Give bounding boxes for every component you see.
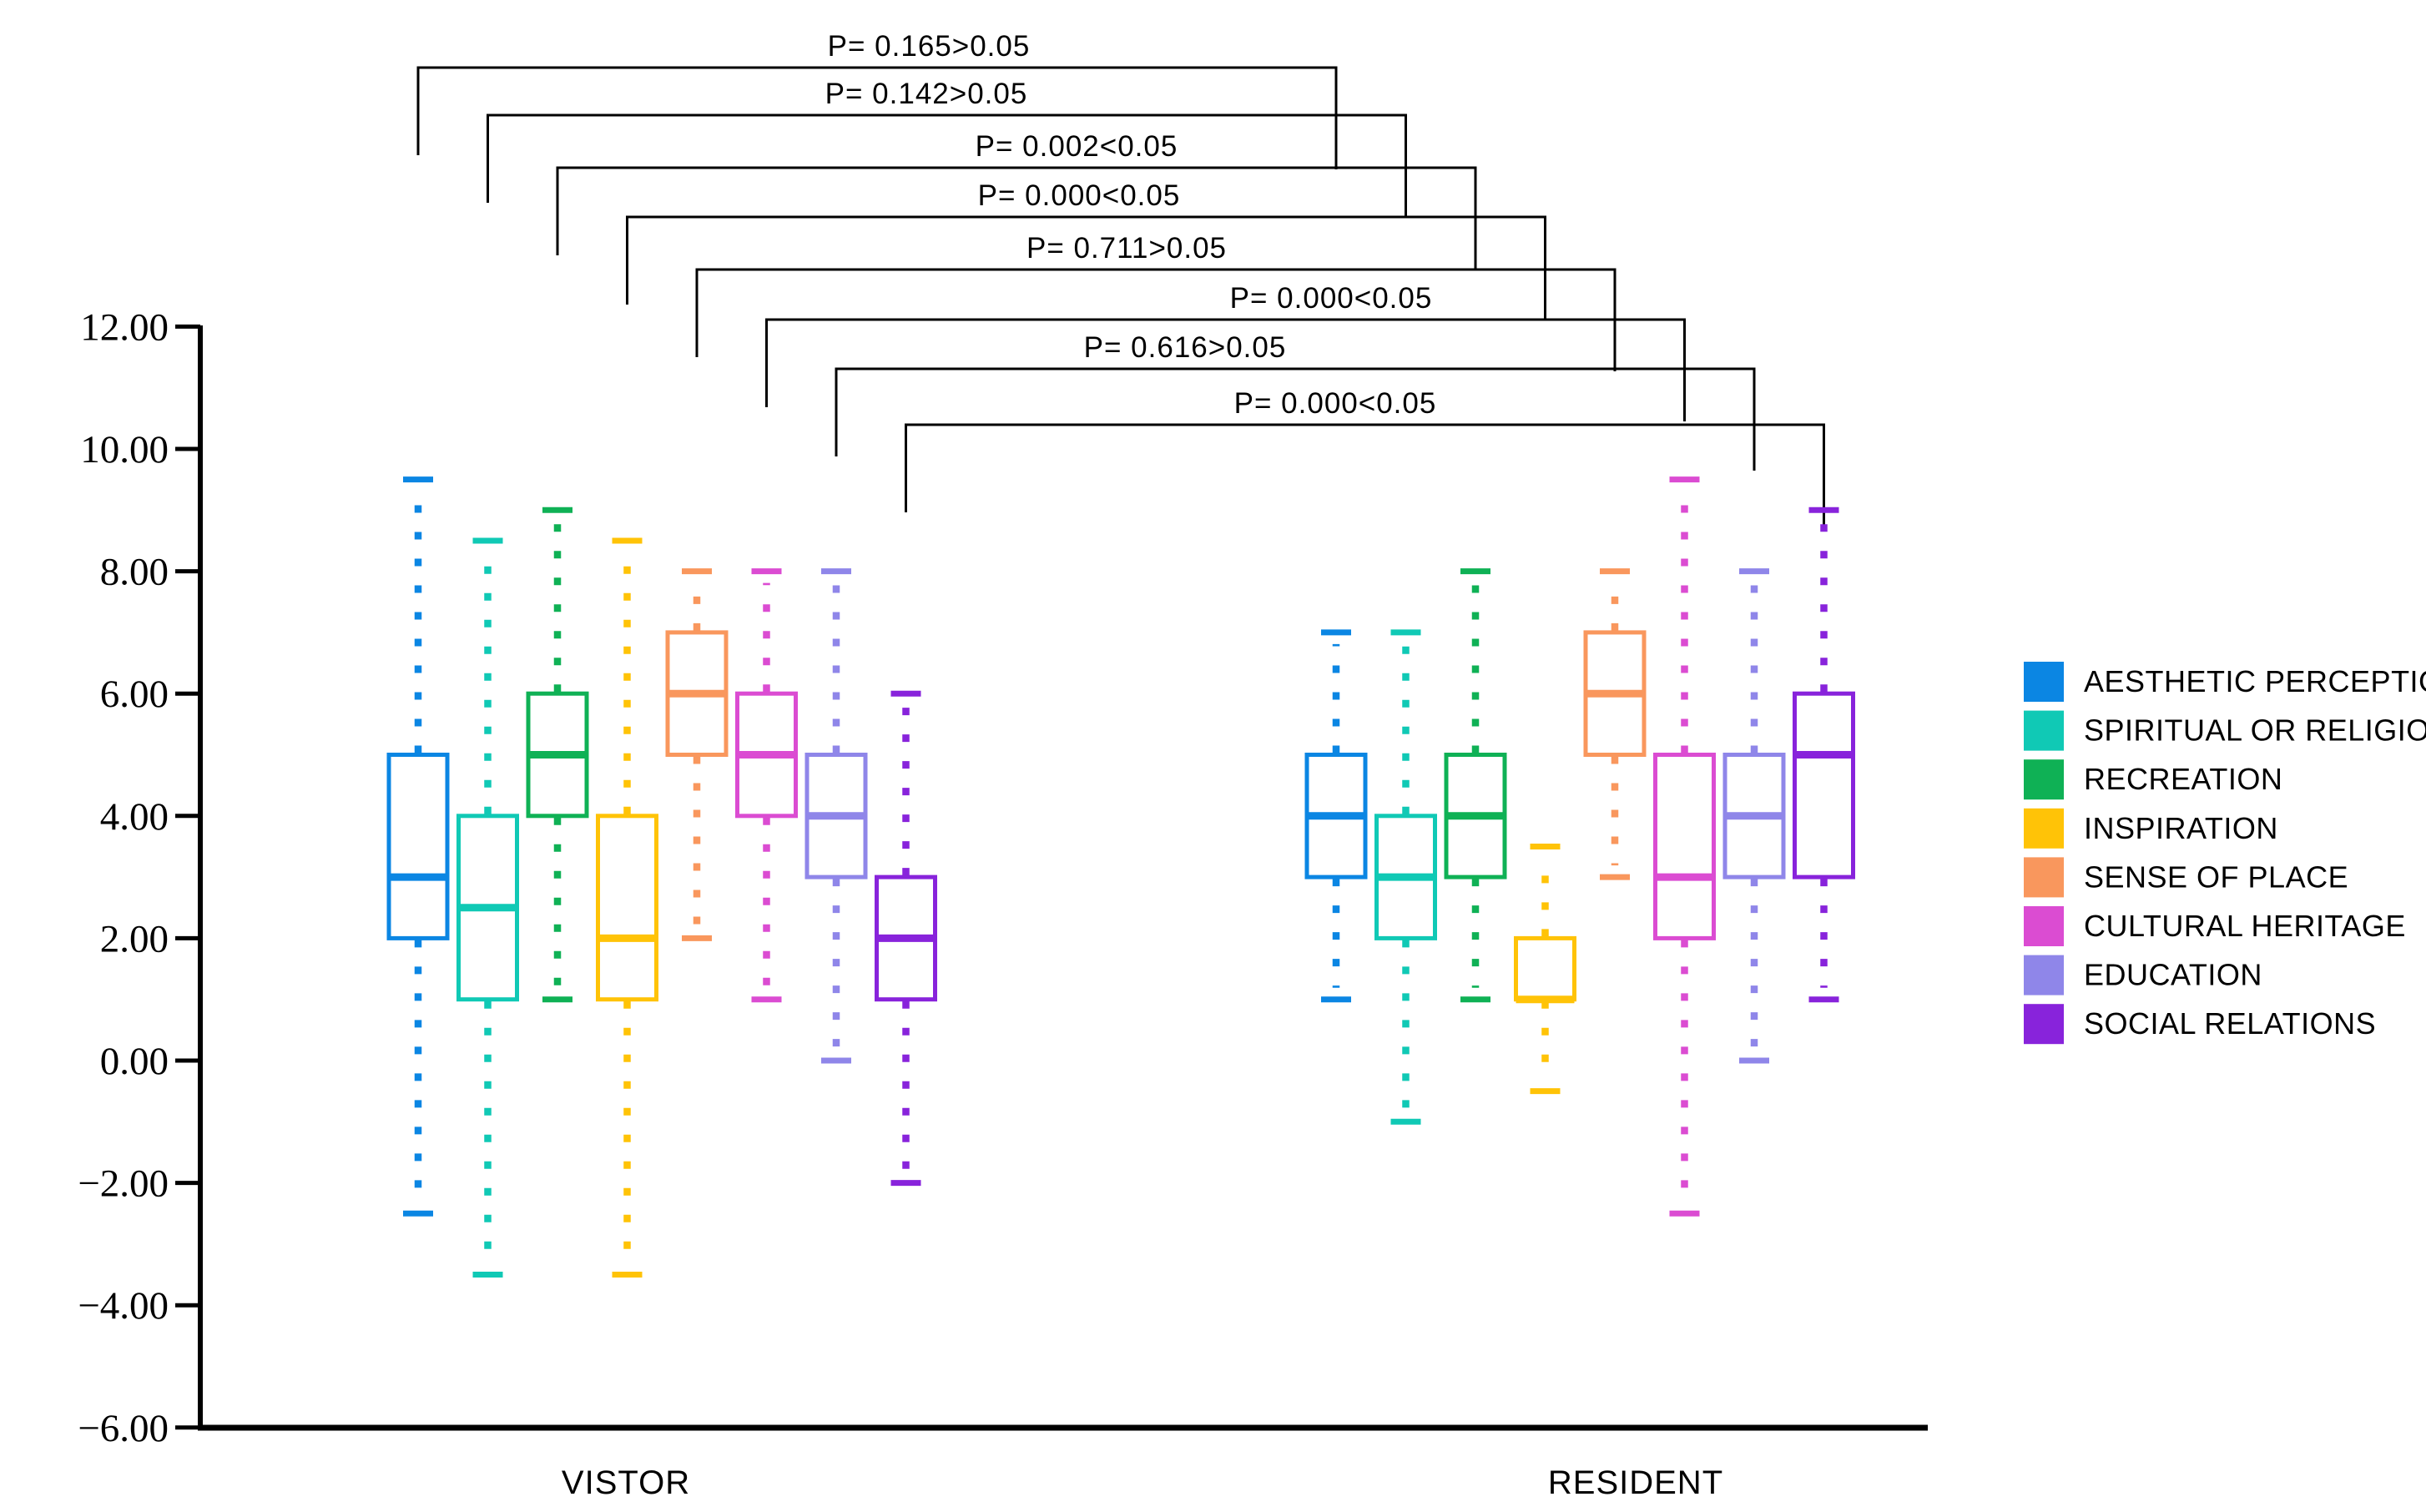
legend-swatch xyxy=(2024,955,2064,995)
x-axis-label: RESIDENT xyxy=(1548,1464,1723,1501)
box xyxy=(1653,753,1716,940)
box-plot xyxy=(1444,568,1507,1003)
box-plot xyxy=(596,537,658,1278)
y-tick-label: 2.00 xyxy=(100,917,169,960)
y-tick-label: −2.00 xyxy=(78,1162,169,1206)
legend-swatch xyxy=(2024,808,2064,849)
y-tick-label: 10.00 xyxy=(80,428,169,471)
p-value-label: P= 0.002<0.05 xyxy=(976,130,1178,163)
legend-swatch xyxy=(2024,759,2064,800)
legend-label: CULTURAL HERITAGE xyxy=(2084,909,2406,943)
axes: 12.00 10.00 8.00 6.00 4.00 2.00 0.00 −2.00 −4.00… xyxy=(78,305,1928,1501)
box-plot xyxy=(526,507,589,1003)
box xyxy=(596,814,658,1002)
x-axis-label: VISTOR xyxy=(562,1464,690,1501)
legend-swatch xyxy=(2024,857,2064,898)
y-tick-label: 8.00 xyxy=(100,551,169,594)
p-value-bracket xyxy=(905,423,1825,527)
box-plot xyxy=(1514,843,1576,1095)
legend-label: SENSE OF PLACE xyxy=(2084,859,2348,894)
p-value-bracket xyxy=(556,166,1477,270)
p-value-label: P= 0.165>0.05 xyxy=(828,30,1031,63)
legend-swatch xyxy=(2024,906,2064,946)
box-plot xyxy=(386,476,450,1217)
y-tick-label: −4.00 xyxy=(78,1284,169,1328)
box xyxy=(386,753,450,940)
legend-label: EDUCATION xyxy=(2084,958,2262,992)
box-plot xyxy=(1374,629,1437,1125)
p-value-label: P= 0.000<0.05 xyxy=(978,179,1181,212)
box-plot xyxy=(456,537,519,1278)
p-value-label: P= 0.711>0.05 xyxy=(1026,232,1227,265)
box-plot xyxy=(1653,476,1716,1217)
p-value-brackets: P= 0.165>0.05 P= 0.142>0.05 P= 0.002<0.05P… xyxy=(416,30,1825,527)
legend-swatch xyxy=(2024,662,2064,702)
legend-label: SPIRITUAL OR RELIGIOUS xyxy=(2084,713,2426,748)
p-value-label: P= 0.000<0.05 xyxy=(1234,387,1437,420)
y-tick-label: −6.00 xyxy=(78,1407,169,1450)
legend-swatch xyxy=(2024,1004,2064,1045)
p-value-label: P= 0.616>0.05 xyxy=(1084,331,1287,364)
box xyxy=(1793,691,1855,879)
y-tick-label: 6.00 xyxy=(100,673,169,716)
boxes xyxy=(386,476,1855,1278)
p-value-bracket xyxy=(416,66,1338,169)
p-value-bracket xyxy=(487,113,1407,217)
box-plot xyxy=(1793,507,1855,1003)
legend-swatch xyxy=(2024,710,2064,751)
p-value-bracket xyxy=(765,318,1686,421)
box-plot xyxy=(804,568,868,1064)
y-tick-label: 12.00 xyxy=(80,305,169,349)
legend: AESTHETIC PERCEPTION SPIRITUAL OR RELIGIO… xyxy=(2024,662,2426,1045)
box-plot xyxy=(735,568,798,1003)
box-plot xyxy=(1722,568,1786,1064)
p-value-label: P= 0.142>0.05 xyxy=(825,78,1028,110)
legend-label: INSPIRATION xyxy=(2084,811,2278,845)
box xyxy=(1514,935,1576,1002)
box-plot xyxy=(875,690,937,1187)
y-tick-label: 4.00 xyxy=(100,795,169,839)
box-plot xyxy=(665,568,729,941)
box-plot xyxy=(1304,629,1368,1003)
y-tick-label: 0.00 xyxy=(100,1040,169,1083)
box-plot xyxy=(1583,568,1647,880)
legend-label: AESTHETIC PERCEPTION xyxy=(2084,664,2426,698)
legend-label: RECREATION xyxy=(2084,762,2282,796)
p-value-bracket xyxy=(835,367,1756,471)
legend-label: SOCIAL RELATIONS xyxy=(2084,1006,2376,1041)
p-value-bracket xyxy=(626,215,1546,319)
p-value-label: P= 0.000<0.05 xyxy=(1230,282,1433,315)
